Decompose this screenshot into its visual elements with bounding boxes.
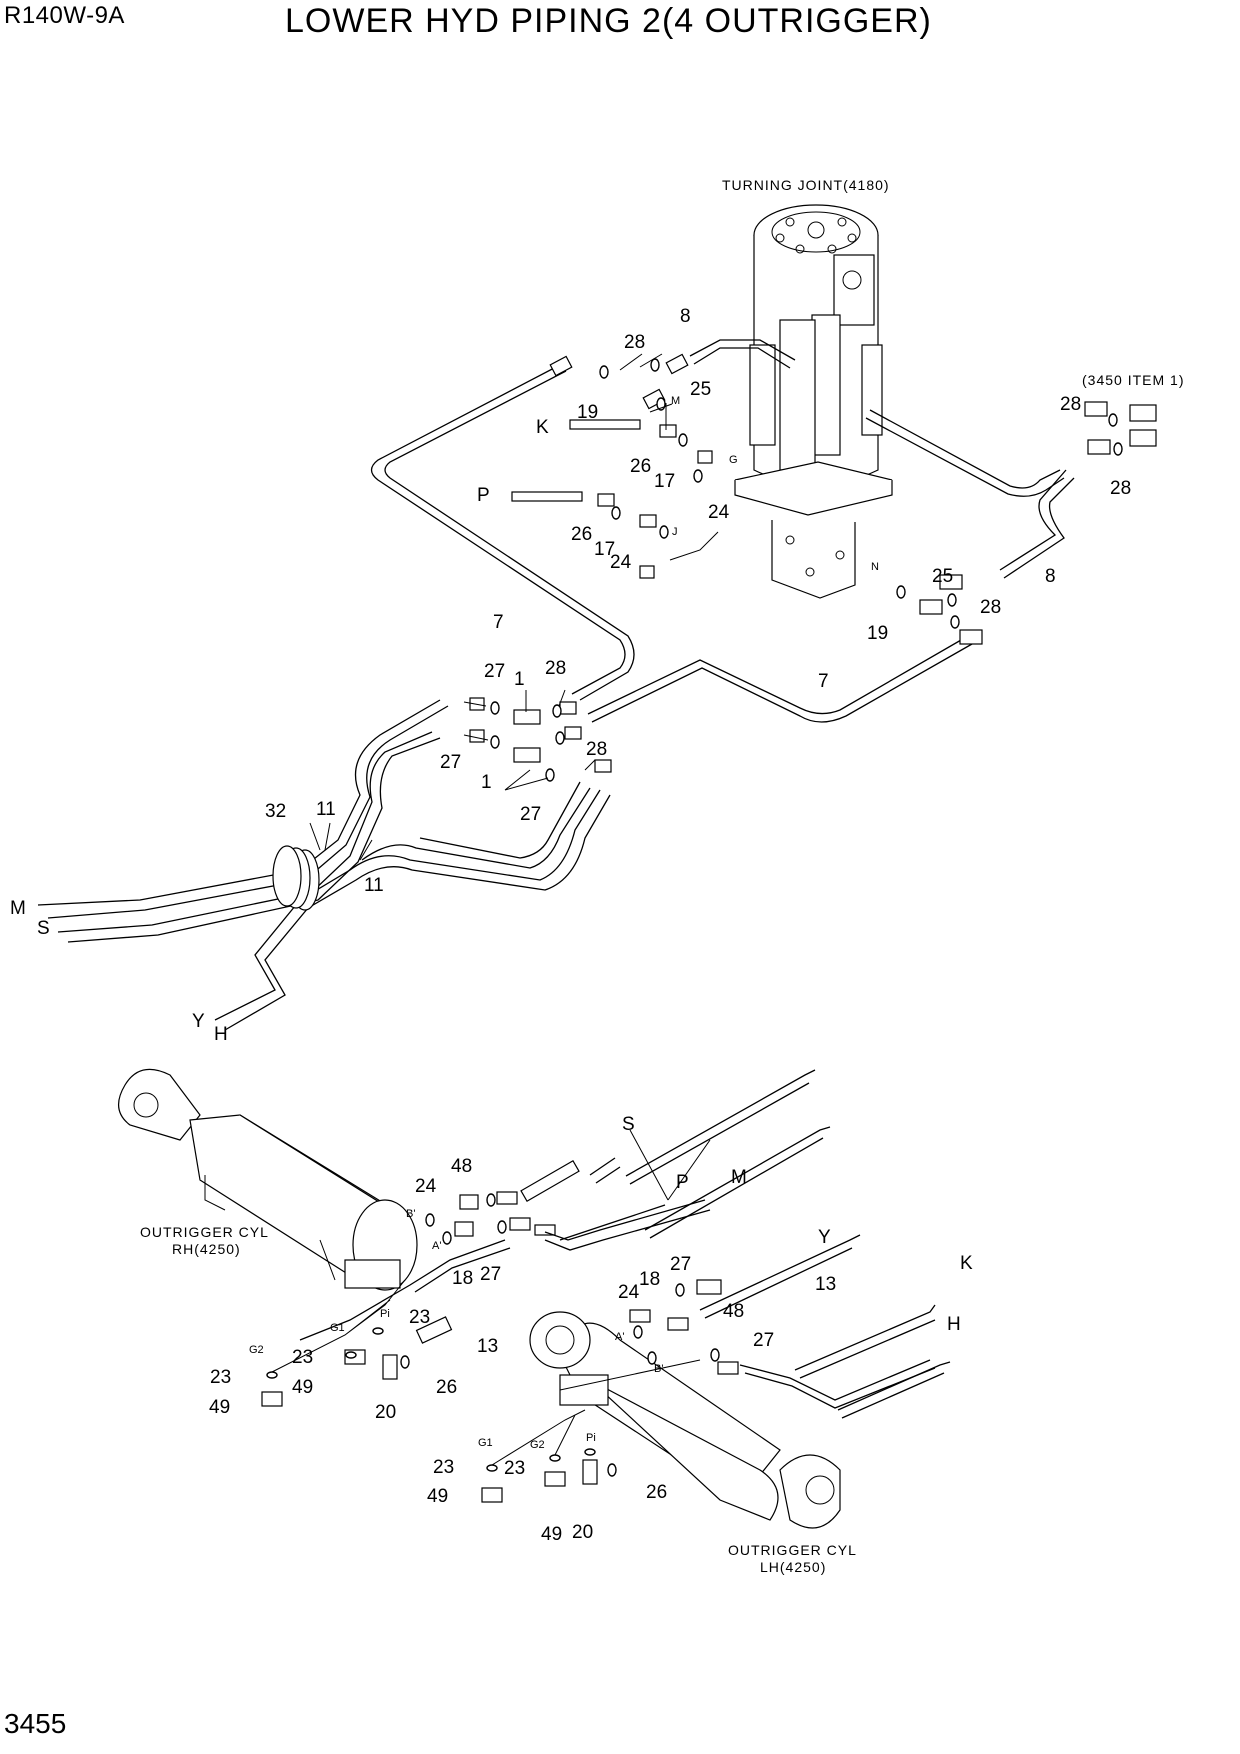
callout-27e: 27 — [670, 1254, 691, 1275]
line-letter-M: M — [10, 898, 26, 919]
callout-48: 48 — [451, 1156, 472, 1177]
line-letter-S: S — [37, 918, 50, 939]
line-letter-M-rh: M — [731, 1167, 747, 1188]
line-letter-K: K — [536, 417, 549, 438]
callout-27f: 27 — [753, 1330, 774, 1351]
caption-cyl-lh-1: OUTRIGGER CYL — [728, 1542, 857, 1558]
callout-20: 20 — [375, 1402, 396, 1423]
callout-23d: 23 — [433, 1457, 454, 1478]
upper-pipes — [370, 339, 1157, 723]
callout-26: 26 — [630, 456, 651, 477]
line-letter-P-rh: P — [676, 1172, 689, 1193]
line-letter-Y-lh: Y — [818, 1227, 831, 1248]
callout-26d: 26 — [646, 1482, 667, 1503]
port-G2-rh: G2 — [249, 1344, 264, 1356]
port-Pi-rh: Pi — [380, 1308, 390, 1320]
caption-cyl-lh-2: LH(4250) — [760, 1559, 826, 1575]
caption-turning-joint: TURNING JOINT(4180) — [722, 177, 890, 193]
callout-23: 23 — [409, 1307, 430, 1328]
outrigger-cylinder-rh — [118, 1068, 711, 1407]
callout-17: 17 — [654, 471, 675, 492]
caption-cyl-rh-1: OUTRIGGER CYL — [140, 1224, 269, 1240]
port-B-rh: B' — [406, 1208, 415, 1220]
model-code: R140W-9A — [4, 2, 125, 29]
callout-7b: 7 — [818, 671, 829, 692]
callout-49d: 49 — [541, 1524, 562, 1545]
callout-24: 24 — [708, 502, 730, 523]
callout-24d: 24 — [618, 1282, 640, 1303]
callout-28f: 28 — [545, 658, 566, 679]
callout-27b: 27 — [440, 752, 461, 773]
callout-25b: 25 — [932, 566, 953, 587]
port-labels: M G J N B' A' Pi G1 G2 A' B' Pi G2 G1 — [249, 395, 879, 1451]
port-G2-lh: G2 — [530, 1439, 545, 1451]
callout-49c: 49 — [427, 1486, 448, 1507]
callout-28c: 28 — [1060, 394, 1081, 415]
callout-18: 18 — [452, 1268, 473, 1289]
caption-3450-ref: (3450 ITEM 1) — [1082, 372, 1184, 388]
port-M: M — [671, 395, 680, 407]
port-G1-rh: G1 — [330, 1322, 345, 1334]
turning-joint — [734, 204, 893, 599]
callout-19b: 19 — [867, 623, 888, 644]
page-title: LOWER HYD PIPING 2(4 OUTRIGGER) — [285, 2, 932, 40]
line-letter-P: P — [477, 485, 490, 506]
callout-8b: 8 — [1045, 566, 1056, 587]
callout-48b: 48 — [723, 1301, 744, 1322]
line-letter-Y: Y — [192, 1011, 205, 1032]
callout-7: 7 — [493, 612, 504, 633]
line-letters: K P M S Y H S P M Y K H — [10, 417, 973, 1335]
callout-11: 11 — [316, 799, 336, 820]
callout-28: 28 — [624, 332, 645, 353]
line-letter-H-lh: H — [947, 1314, 961, 1335]
callout-27d: 27 — [480, 1264, 501, 1285]
callout-49: 49 — [292, 1377, 313, 1398]
callout-13: 13 — [477, 1336, 498, 1357]
pipe-bundle — [37, 689, 612, 1031]
callout-1: 1 — [514, 669, 525, 690]
callout-27c: 27 — [520, 804, 541, 825]
outrigger-cylinder-lh — [481, 1279, 936, 1529]
port-G1-lh: G1 — [478, 1437, 493, 1449]
port-J: J — [672, 526, 678, 538]
callout-26c: 26 — [436, 1377, 457, 1398]
callout-13b: 13 — [815, 1274, 836, 1295]
hose-ends — [625, 1069, 951, 1419]
callout-11b: 11 — [364, 875, 384, 896]
callout-23e: 23 — [504, 1458, 525, 1479]
callout-19: 19 — [577, 402, 598, 423]
line-letter-S-rh: S — [622, 1114, 635, 1135]
callout-numbers: 8 28 25 19 26 17 24 26 17 24 28 28 8 25 … — [209, 306, 1131, 1545]
port-G: G — [729, 454, 738, 466]
callout-23c: 23 — [210, 1367, 231, 1388]
line-letter-K-lh: K — [960, 1253, 973, 1274]
captions: TURNING JOINT(4180) (3450 ITEM 1) OUTRIG… — [140, 177, 1184, 1575]
caption-cyl-rh-2: RH(4250) — [172, 1241, 241, 1257]
callout-26b: 26 — [571, 524, 592, 545]
callout-27: 27 — [484, 661, 505, 682]
callout-18b: 18 — [639, 1269, 660, 1290]
callout-23b: 23 — [292, 1347, 313, 1368]
port-B-lh: B' — [654, 1363, 663, 1375]
callout-24b: 24 — [610, 552, 632, 573]
callout-17b: 17 — [594, 539, 615, 560]
port-A-rh: A' — [432, 1240, 441, 1252]
port-N: N — [871, 561, 879, 573]
callout-20b: 20 — [572, 1522, 593, 1543]
callout-32: 32 — [265, 801, 286, 822]
callout-28g: 28 — [586, 739, 607, 760]
port-A-lh: A' — [615, 1331, 624, 1343]
line-letter-H: H — [214, 1024, 228, 1045]
callout-28d: 28 — [1110, 478, 1131, 499]
page-number: 3455 — [4, 1708, 67, 1739]
callout-25: 25 — [690, 379, 711, 400]
callout-24c: 24 — [415, 1176, 437, 1197]
callout-1b: 1 — [481, 772, 492, 793]
callout-49b: 49 — [209, 1397, 230, 1418]
callout-28e: 28 — [980, 597, 1001, 618]
callout-8: 8 — [680, 306, 691, 327]
port-Pi-lh: Pi — [586, 1432, 596, 1444]
